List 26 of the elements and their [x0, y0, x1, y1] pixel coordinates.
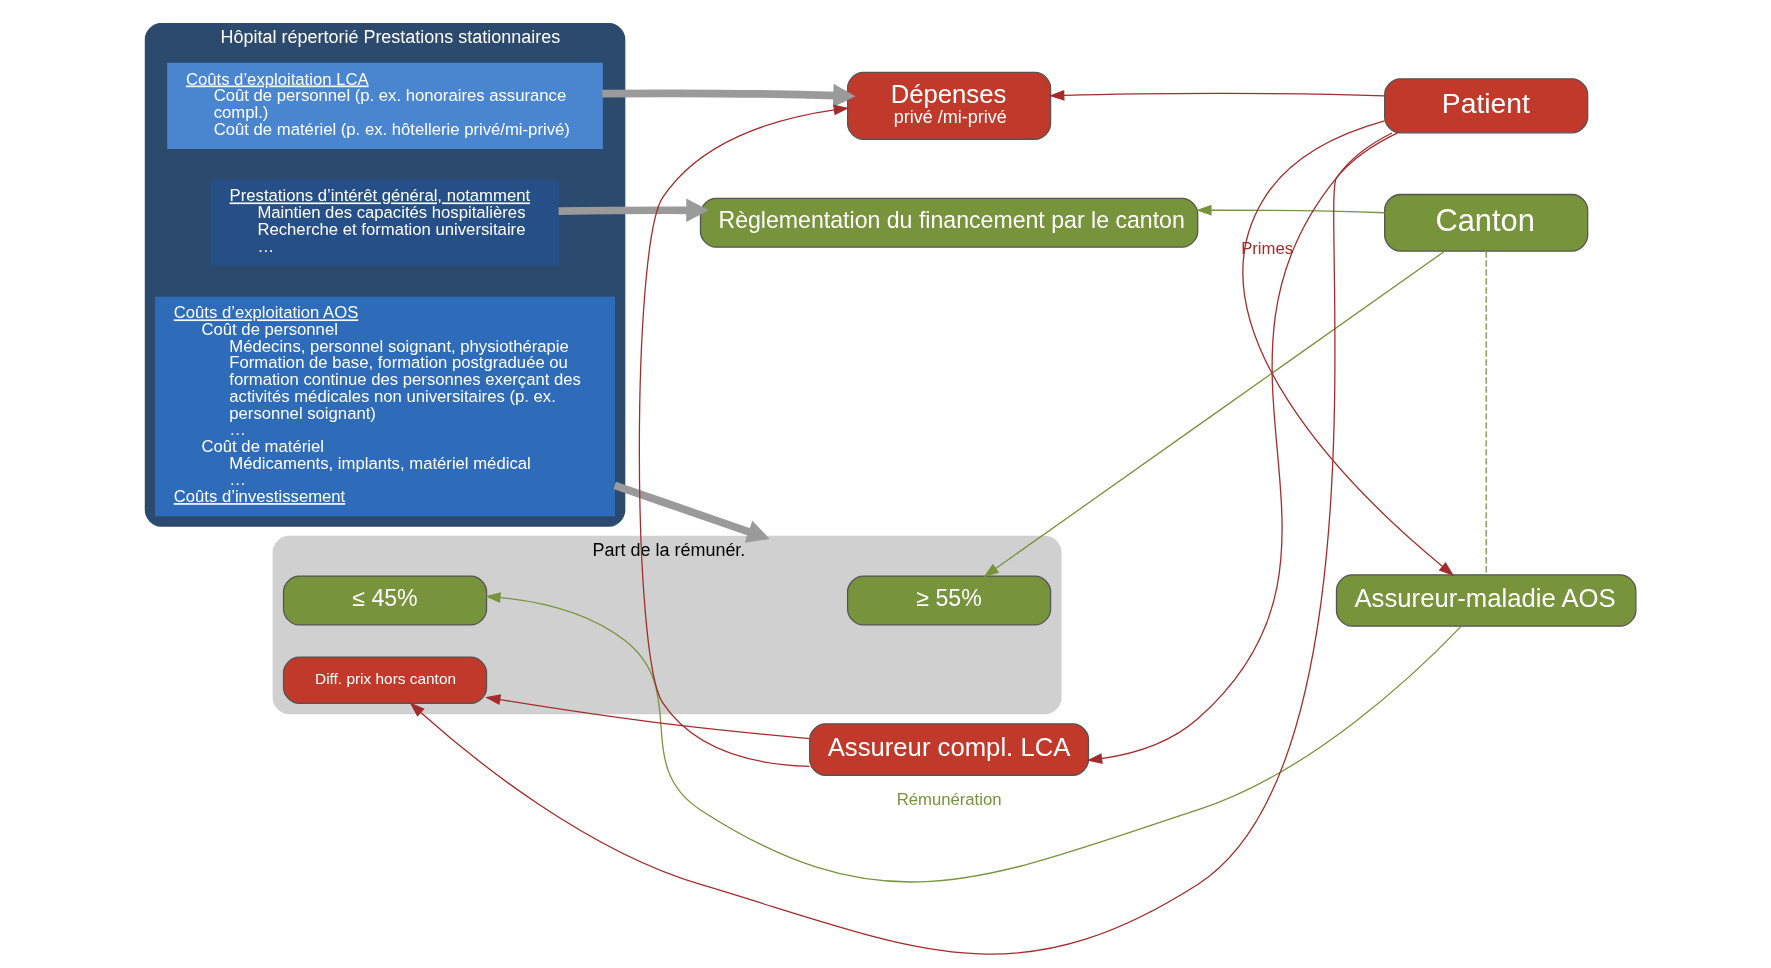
node-box: Règlementation du financement par le canton: [699, 197, 1199, 248]
arrow: [1086, 132, 1399, 764]
node-box: Coûts d’exploitation LCA Coût de personnel (p. ex. honoraires assurance compl.) Coût de matériel (p. ex. hôtellerie privé/mi-privé): [167, 62, 603, 149]
node-box: Canton: [1384, 193, 1589, 252]
arrow: [983, 250, 1446, 578]
arrow: [1049, 89, 1385, 101]
arrow: [1242, 120, 1455, 576]
node-box: ≥ 55%: [846, 575, 1052, 626]
arrow: [602, 83, 856, 108]
edge-label: Rémunération: [896, 790, 1002, 810]
node-box: Dépenses privé /mi-privé: [846, 71, 1052, 140]
node-box: ≤ 45%: [282, 575, 488, 626]
arrow: [558, 198, 709, 223]
node-box: Diff. prix hors canton: [282, 656, 488, 704]
node-box: Prestations d’intérêt général, notamment Maintien des capacités hospitalières Recherche et formation universitaire …: [210, 179, 560, 266]
arrow: [485, 592, 1462, 883]
arrow: [638, 104, 850, 768]
arrow: [613, 481, 770, 543]
arrow: [409, 132, 1393, 955]
node-box: Assureur compl. LCA: [809, 723, 1090, 776]
connector: [1485, 250, 1487, 576]
node-box: Assureur-maladie AOS: [1335, 574, 1637, 627]
node-box: Coûts d’exploitation AOS Coût de personnel Médecins, personnel soignant, physiothérapie Formation de base, formation postgraduée ou formation continue des personnes exerçant des activités médicales non universitaires (p. ex. personnel soignant) … Coût de matériel Médicaments, implants, matériel médical … Coûts d’investissement: [155, 296, 616, 517]
node-box: Patient: [1384, 78, 1589, 134]
arrow: [485, 694, 811, 740]
arrow: [1196, 204, 1386, 216]
